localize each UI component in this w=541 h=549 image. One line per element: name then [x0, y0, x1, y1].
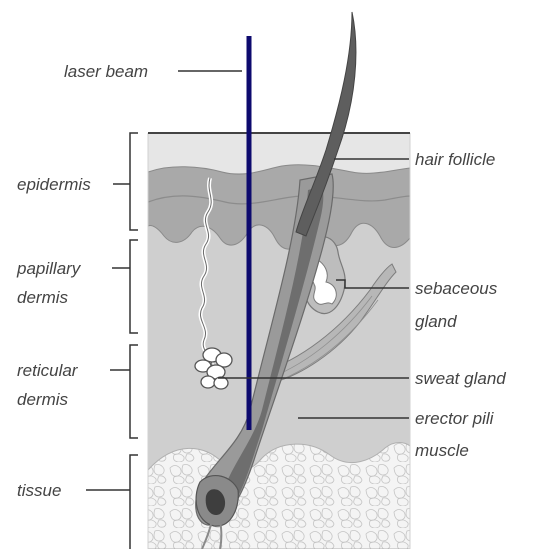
tissue-label: tissue [17, 481, 61, 500]
papillary-dermis-label-line2: dermis [17, 288, 69, 307]
papillary-dermis-label-line1: papillary [16, 259, 82, 278]
laser-beam-label: laser beam [64, 62, 148, 81]
tissue-bracket [130, 455, 138, 549]
reticular-dermis-label-line1: reticular [17, 361, 79, 380]
skin-block [148, 133, 410, 549]
sebaceous-gland-label-line2: gland [415, 312, 457, 331]
hair-follicle-label: hair follicle [415, 150, 495, 169]
epidermis-label: epidermis [17, 175, 91, 194]
sweat-gland-label: sweat gland [415, 369, 506, 388]
epidermis-bracket [130, 133, 138, 230]
left-brackets [130, 133, 138, 549]
tissue-region [148, 443, 410, 549]
reticular-dermis-label-line2: dermis [17, 390, 69, 409]
erector-pili-label-line1: erector pili [415, 409, 495, 428]
erector-pili-label-line2: muscle [415, 441, 469, 460]
sebaceous-gland-label-line1: sebaceous [415, 279, 498, 298]
papillary-dermis-bracket [130, 240, 138, 333]
reticular-dermis-bracket [130, 345, 138, 438]
